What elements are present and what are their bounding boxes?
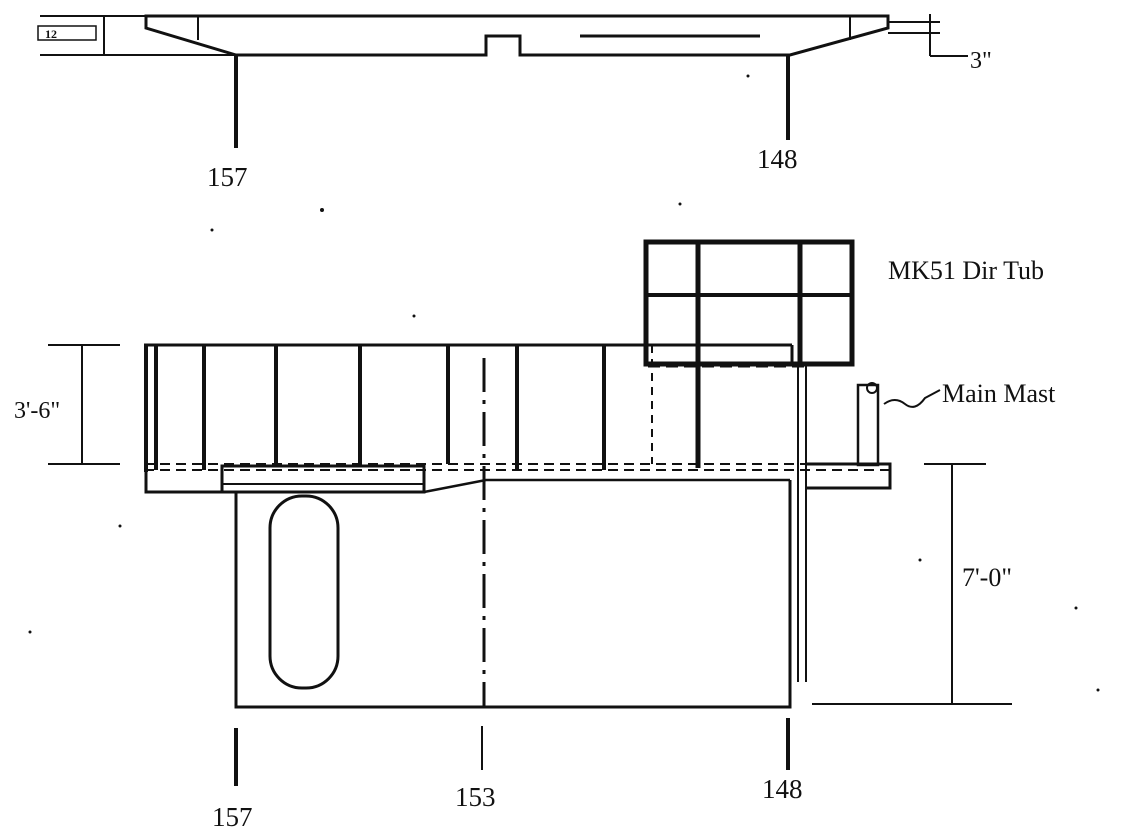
top-offset-dim-label: 3" bbox=[970, 48, 992, 74]
top-frame-label-157: 157 bbox=[207, 162, 248, 192]
deckhouse bbox=[144, 366, 892, 709]
scan-speck bbox=[412, 314, 416, 318]
side-elevation-view: MK51 Dir Tub Main Mast bbox=[14, 239, 1056, 832]
scan-speck bbox=[918, 558, 922, 562]
scan-speck bbox=[320, 208, 324, 212]
deck-height-label: 7'-0" bbox=[962, 563, 1012, 592]
top-height-dim-label: 12 bbox=[45, 27, 57, 41]
main-mast-head bbox=[866, 382, 878, 394]
scan-speck bbox=[210, 228, 214, 232]
side-frame-label-157: 157 bbox=[212, 802, 253, 832]
scan-speck bbox=[678, 202, 682, 206]
mast-platform bbox=[806, 462, 892, 490]
deckhouse-deck-slope bbox=[423, 478, 790, 494]
main-mast-pole bbox=[856, 383, 880, 467]
bulwark-height-label: 3'-6" bbox=[14, 398, 60, 424]
main-mast bbox=[856, 382, 941, 467]
top-deck-outline bbox=[144, 14, 890, 57]
scan-specks bbox=[28, 74, 1100, 692]
top-height-dim-box bbox=[37, 25, 97, 41]
director-tub-label: MK51 Dir Tub bbox=[888, 256, 1044, 285]
deckhouse-platform bbox=[220, 464, 426, 494]
deckhouse-outline bbox=[144, 472, 792, 709]
main-mast-leader bbox=[883, 389, 941, 408]
side-frame-label-153: 153 bbox=[455, 782, 496, 812]
bulwark bbox=[144, 343, 890, 472]
top-plan-view: 12 3" 157 148 bbox=[37, 14, 992, 192]
deckhouse-door bbox=[268, 494, 340, 690]
scan-speck bbox=[118, 524, 122, 528]
scan-speck bbox=[28, 630, 32, 634]
side-frame-label-148: 148 bbox=[762, 774, 803, 804]
scan-speck bbox=[746, 74, 750, 78]
director-tub bbox=[643, 239, 855, 468]
scan-speck bbox=[1074, 606, 1078, 610]
top-frame-label-148: 148 bbox=[757, 144, 798, 174]
main-mast-label: Main Mast bbox=[942, 379, 1056, 408]
scan-speck bbox=[1096, 688, 1100, 692]
